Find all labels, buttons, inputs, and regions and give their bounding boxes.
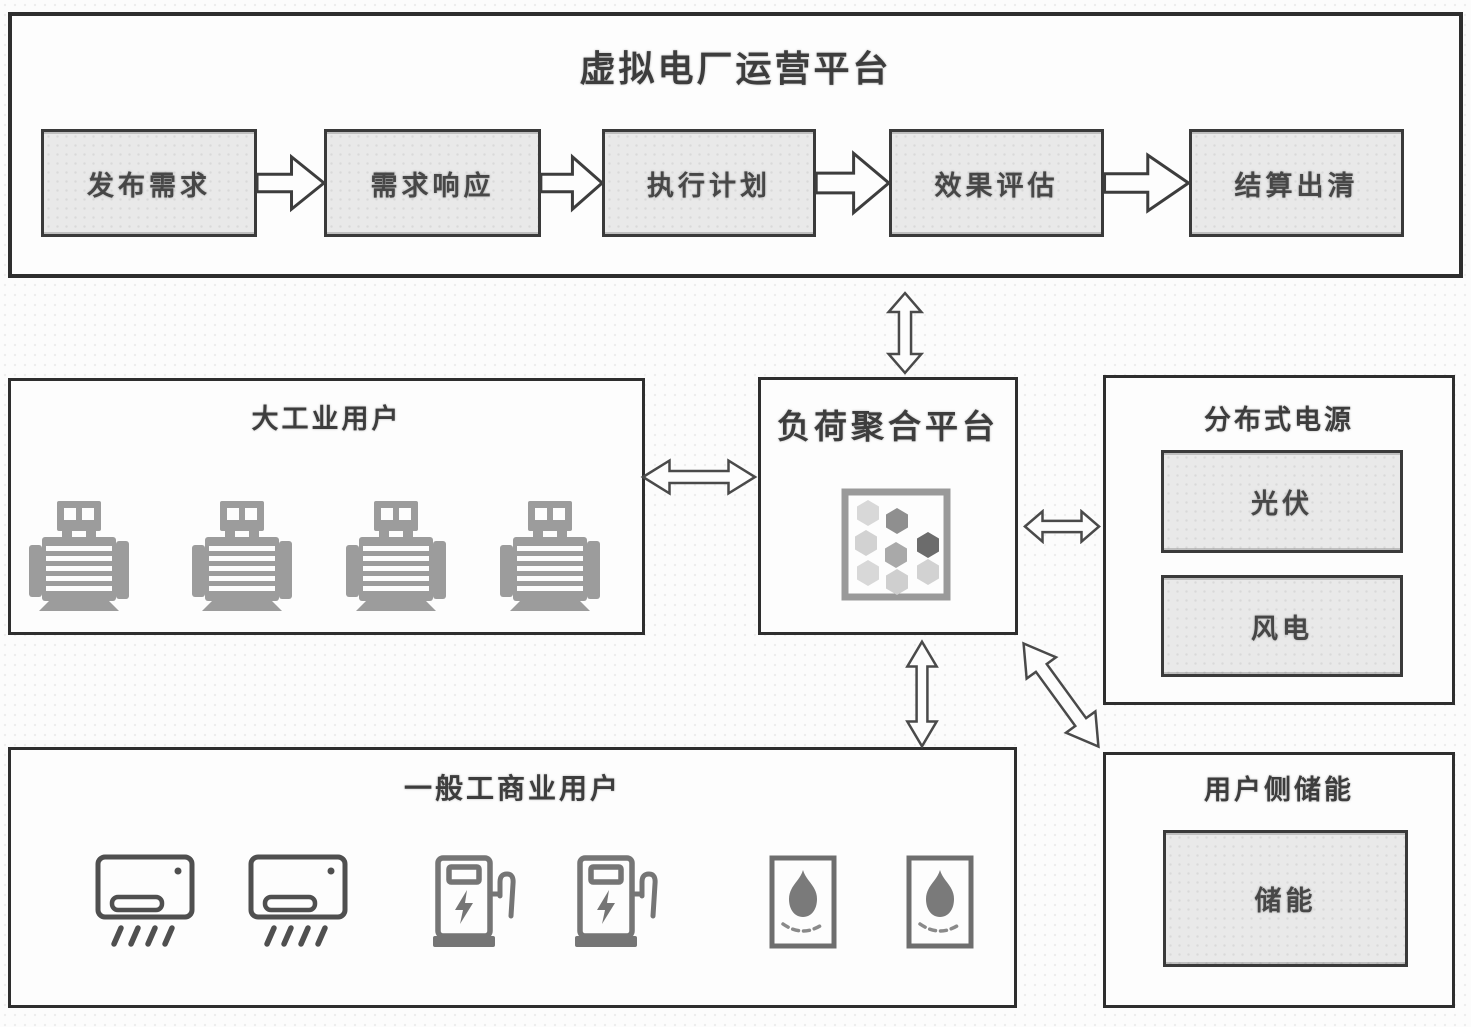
boiler-flame-icon xyxy=(769,855,837,949)
motor-icon xyxy=(192,501,292,611)
flow-step-effect-evaluation: 效果评估 xyxy=(889,129,1104,237)
storage-label: 储能 xyxy=(1254,886,1317,917)
motor-icon xyxy=(346,501,446,611)
pv-box: 光伏 xyxy=(1161,450,1403,553)
motor-icon xyxy=(500,501,600,611)
air-conditioner-icon xyxy=(248,854,348,947)
distributed-power-box: 分布式电源 光伏 风电 xyxy=(1103,375,1455,705)
load-aggregation-platform-box: 负荷聚合平台 xyxy=(758,377,1018,635)
large-industrial-users-box: 大工业用户 xyxy=(8,378,645,635)
motor-icon xyxy=(29,501,129,611)
pv-label: 光伏 xyxy=(1251,489,1313,520)
flow-step-demand-response: 需求响应 xyxy=(324,129,541,237)
flow-arrow-right-icon xyxy=(1102,151,1191,215)
load-aggregation-title: 负荷聚合平台 xyxy=(777,407,999,446)
vpp-platform-box: 虚拟电厂运营平台 发布需求 需求响应 执行计划 效果评估 结算出清 xyxy=(8,12,1463,278)
general-commercial-users-box: 一般工商业用户 xyxy=(8,747,1017,1008)
ev-charger-icon xyxy=(575,855,658,947)
boiler-flame-icon xyxy=(906,855,974,949)
flow-step-execute-plan: 执行计划 xyxy=(602,129,816,237)
storage-box: 储能 xyxy=(1163,830,1408,967)
flow-step-label: 需求响应 xyxy=(370,170,495,202)
flow-step-publish-demand: 发布需求 xyxy=(41,129,257,237)
flow-step-label: 效果评估 xyxy=(934,170,1059,202)
arrow-vpp-aggregation xyxy=(886,291,924,375)
arrow-aggregation-general xyxy=(905,639,939,749)
wind-label: 风电 xyxy=(1251,613,1313,645)
flow-arrow-right-icon xyxy=(814,149,891,217)
large-industrial-title: 大工业用户 xyxy=(251,404,402,435)
vpp-platform-title: 虚拟电厂运营平台 xyxy=(579,49,892,90)
ev-charger-icon xyxy=(433,855,516,947)
user-storage-title: 用户侧储能 xyxy=(1204,775,1354,806)
user-storage-box: 用户侧储能 储能 xyxy=(1103,752,1455,1008)
general-commercial-title: 一般工商业用户 xyxy=(403,772,621,805)
distributed-power-title: 分布式电源 xyxy=(1204,405,1354,436)
flow-step-label: 发布需求 xyxy=(87,170,211,202)
air-conditioner-icon xyxy=(95,854,195,947)
flow-arrow-right-icon xyxy=(255,153,326,213)
flow-step-settlement-clearing: 结算出清 xyxy=(1189,129,1404,237)
arrow-aggregation-distributed xyxy=(1023,509,1101,544)
wind-box: 风电 xyxy=(1161,575,1403,677)
arrow-industrial-aggregation xyxy=(640,458,758,496)
hexagon-cluster-icon xyxy=(841,488,951,601)
arrow-aggregation-storage xyxy=(1005,628,1118,761)
flow-arrow-right-icon xyxy=(539,153,604,213)
flow-step-label: 执行计划 xyxy=(647,170,771,202)
flow-step-label: 结算出清 xyxy=(1234,170,1359,202)
